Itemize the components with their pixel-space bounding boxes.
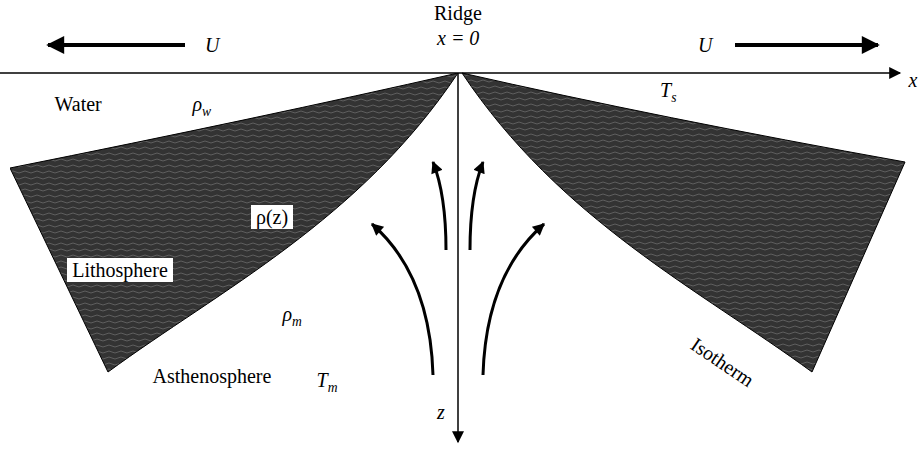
density-label: ρm [283, 303, 302, 325]
velocity-arrow [735, 43, 878, 47]
density-label: ρw [193, 93, 212, 115]
z-axis [457, 73, 459, 442]
density-label: ρ(z) [251, 205, 293, 229]
velocity-label: U [698, 34, 712, 56]
region-label: Water [55, 93, 102, 115]
x-axis [0, 72, 900, 74]
lithosphere-plate [462, 73, 905, 372]
plate-outline [10, 73, 458, 372]
flow-arrow [470, 162, 483, 250]
flow-arrow [372, 224, 433, 375]
velocity-label: U [205, 34, 219, 56]
velocity-arrow [48, 43, 185, 47]
ridge-label: Ridge [434, 2, 482, 24]
axis-origin: x = 0 [437, 27, 479, 49]
isotherm-label: Isotherm [686, 333, 757, 391]
lithosphere-plate: ρ(z) Lithosphere [10, 73, 460, 373]
flow-arrow [433, 162, 446, 250]
plate-outline [10, 73, 460, 373]
temperature-label: Ts [660, 79, 676, 101]
temperature-label: Tm [317, 369, 338, 391]
region-label: Asthenosphere [153, 365, 272, 387]
axis-label: z [437, 401, 445, 423]
axis-label: x [909, 69, 918, 91]
region-label: Lithosphere [67, 258, 173, 282]
flow-arrow [483, 224, 544, 375]
